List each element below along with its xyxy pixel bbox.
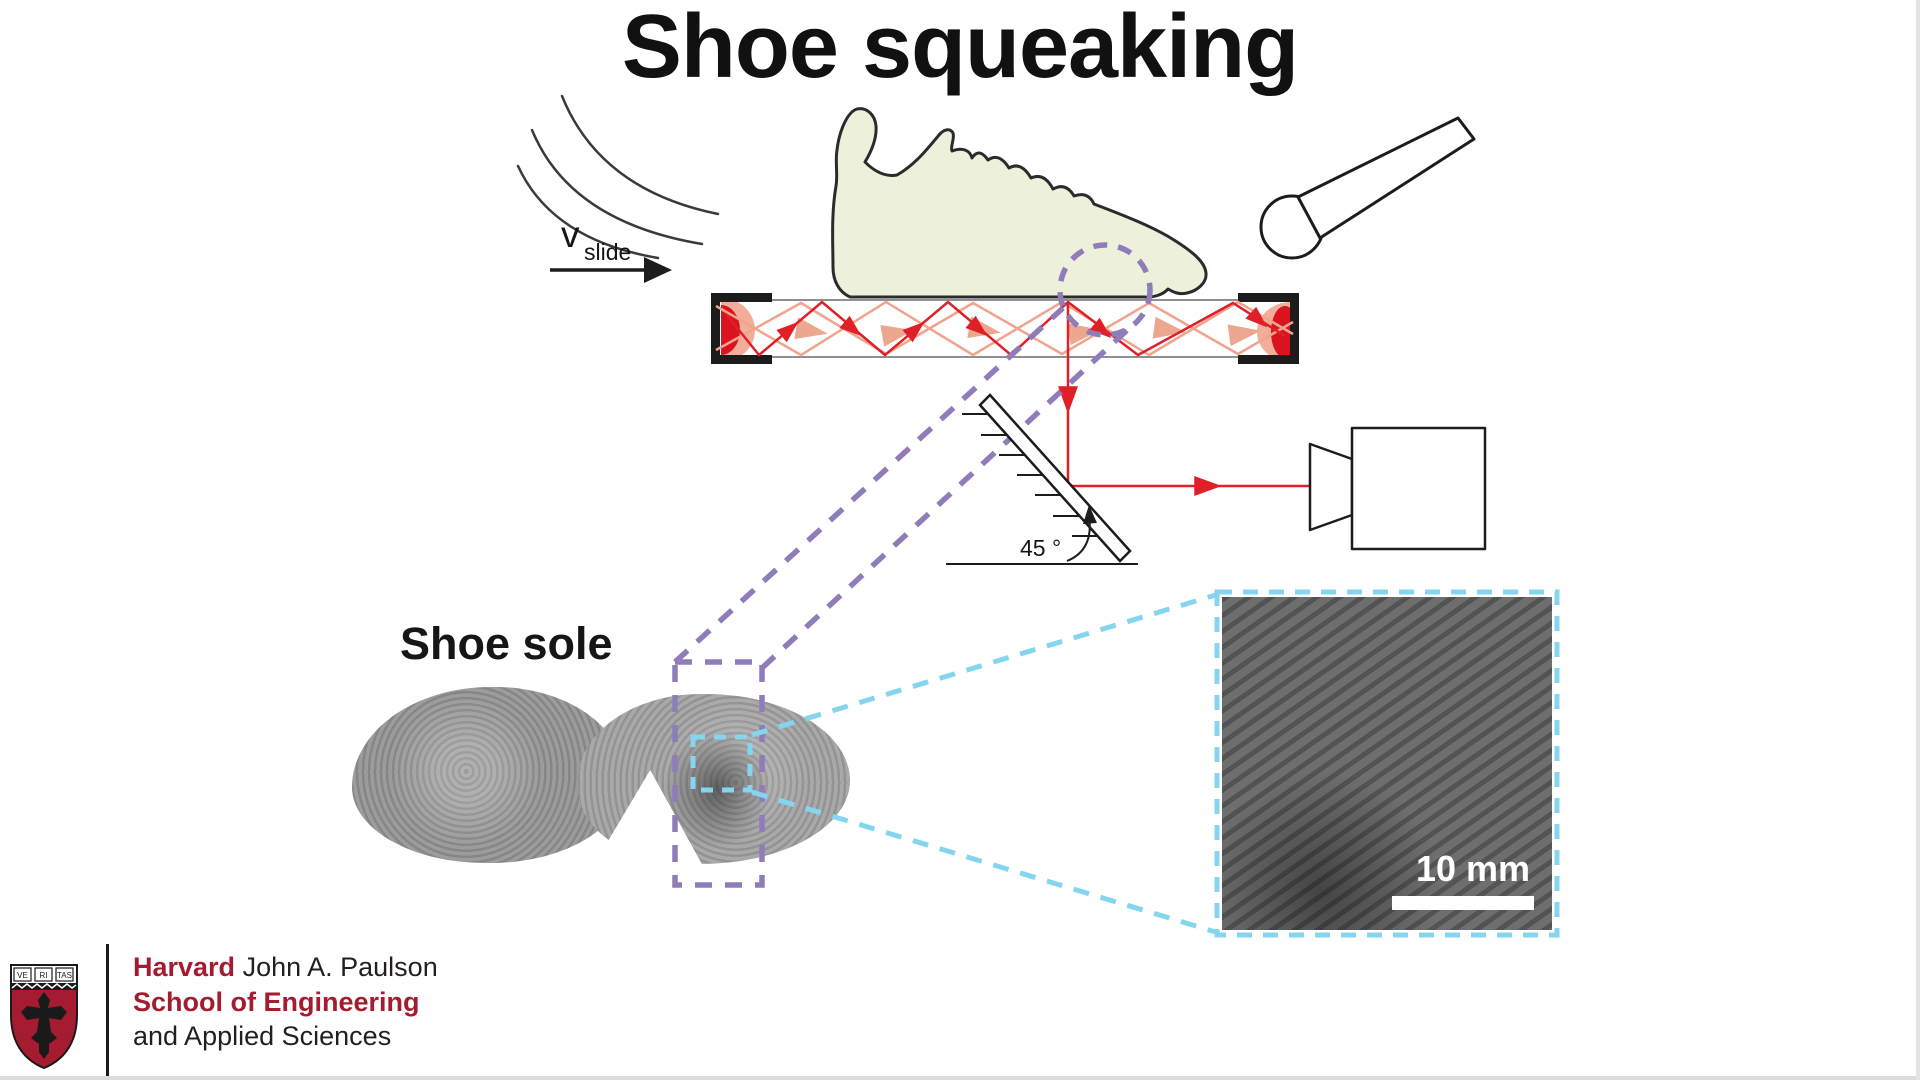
waveguide-clamps xyxy=(711,293,1299,364)
harvard-shield-icon: VE RI TAS xyxy=(10,964,78,1070)
laser-beam-arrowheads xyxy=(776,306,1273,496)
camera-icon xyxy=(1308,426,1487,551)
motion-lines-icon xyxy=(516,94,720,260)
laser-detector-halo-right xyxy=(1257,302,1291,362)
mirror-hatching xyxy=(962,413,1098,537)
logo-text-block: Harvard John A. Paulson School of Engine… xyxy=(133,950,438,1054)
purple-zoom-circle xyxy=(1057,242,1153,338)
angle-arc-arrowhead xyxy=(1083,505,1097,524)
shield-chevron xyxy=(11,983,77,989)
scale-bar-label: 10 mm xyxy=(1415,848,1531,889)
logo-line-2: School of Engineering xyxy=(133,986,420,1017)
slide-bottom-edge xyxy=(0,1076,1920,1080)
velocity-label: v xyxy=(561,214,580,255)
sole-caption: Shoe sole xyxy=(400,618,613,669)
zoom-inset-image: 10 mm xyxy=(1222,597,1552,930)
microphone-icon xyxy=(1259,116,1476,260)
scale-bar xyxy=(1392,896,1534,910)
laser-reflection-secondary xyxy=(715,300,1294,357)
shoe-illustration xyxy=(831,107,1208,299)
logo-brand: Harvard xyxy=(133,952,236,982)
laser-detector-right-icon xyxy=(1271,306,1299,358)
laser-waveguide xyxy=(711,293,1299,364)
mirror-45 xyxy=(946,393,1138,565)
motto-tas: TAS xyxy=(57,971,72,980)
purple-projection-line-lower xyxy=(760,319,1138,671)
laser-source-halo-left xyxy=(721,298,755,362)
logo-line-1: Harvard John A. Paulson xyxy=(133,950,438,985)
logo-brand-suffix: John A. Paulson xyxy=(235,952,438,982)
cyan-projection-line-upper xyxy=(751,591,1220,738)
motto-ri: RI xyxy=(40,971,48,980)
velocity-subscript: slide xyxy=(584,239,631,265)
slide-right-edge xyxy=(1916,0,1920,1080)
mirror-angle-label: 45 ° xyxy=(1020,535,1061,561)
shield-tree-emblem xyxy=(21,992,67,1059)
motto-ve: VE xyxy=(17,971,28,980)
laser-beam xyxy=(725,300,1310,488)
shield-books: VE RI TAS xyxy=(13,967,74,982)
logo-divider xyxy=(106,944,109,1077)
purple-projection-line-upper xyxy=(673,305,1065,665)
laser-reflection-triangles xyxy=(794,316,1263,347)
page-title: Shoe squeaking xyxy=(621,0,1299,97)
velocity-arrow-icon xyxy=(550,257,672,283)
laser-source-left-icon xyxy=(721,305,740,355)
logo-line-3: and Applied Sciences xyxy=(133,1021,392,1051)
